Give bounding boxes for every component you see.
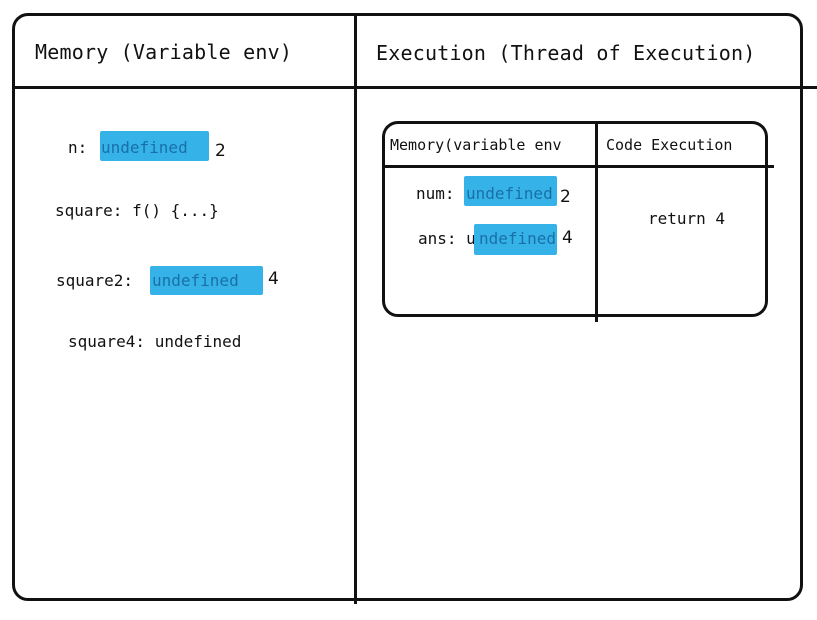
local-header-divider — [383, 165, 774, 168]
local-ans-old-value: ndefined — [479, 229, 557, 248]
execution-panel-title: Execution (Thread of Execution) — [376, 41, 756, 65]
memory-panel-title: Memory (Variable env) — [35, 40, 293, 64]
local-context-divider — [595, 122, 598, 322]
local-memory-header: Memory(variable env — [390, 136, 562, 154]
local-execution-context — [382, 121, 768, 317]
local-num-old-value: undefined — [466, 184, 553, 203]
local-ans-label: ans: u — [418, 229, 476, 248]
memory-square2-label: square2: — [56, 271, 134, 290]
local-num-label: num: — [416, 184, 455, 203]
memory-n-new-value: 2 — [215, 141, 226, 161]
panel-divider — [354, 14, 357, 604]
num-highlight — [464, 176, 557, 206]
local-code-header: Code Execution — [606, 136, 733, 154]
memory-square2-new-value: 4 — [268, 269, 279, 289]
local-num-new-value: 2 — [560, 187, 571, 207]
outer-frame — [12, 13, 803, 601]
memory-square4-entry: square4: undefined — [68, 332, 242, 351]
n-highlight — [100, 131, 209, 161]
memory-square-entry: square: f() {...} — [55, 201, 219, 220]
local-code-line: return 4 — [648, 209, 726, 228]
memory-square2-old-value: undefined — [152, 271, 239, 290]
local-ans-new-value: 4 — [562, 228, 573, 248]
memory-n-old-value: undefined — [101, 138, 188, 157]
square2-highlight — [150, 266, 263, 295]
ans-highlight — [474, 224, 557, 255]
header-divider — [13, 86, 817, 89]
memory-n-label: n: — [68, 138, 88, 157]
